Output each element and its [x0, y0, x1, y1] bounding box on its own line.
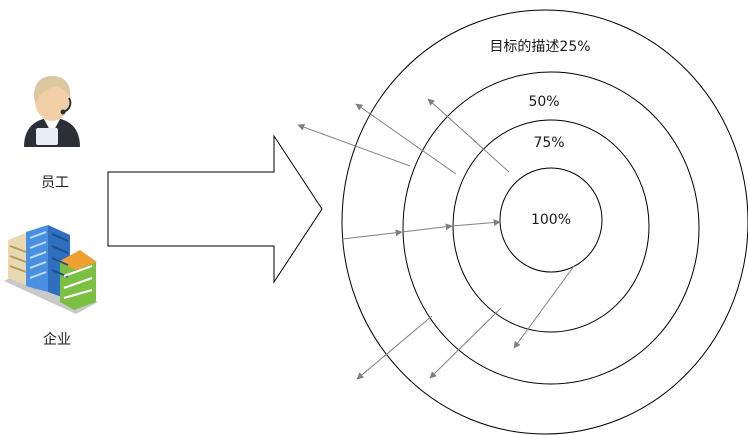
block-arrow-shape: [107, 134, 323, 284]
arrow-down-inner: [513, 265, 575, 349]
arrow-in-segment-2: [401, 223, 453, 233]
ring-50-label: 50%: [528, 94, 560, 110]
ring-50-percent: [402, 71, 700, 385]
employee-avatar-icon: [24, 76, 80, 147]
employee-label: 员工: [41, 175, 69, 191]
center-label: 100%: [530, 212, 572, 228]
arrow-out-upper-left: [297, 123, 411, 167]
arrow-out-upper-mid: [355, 103, 457, 175]
enterprise-label: 企业: [43, 332, 71, 348]
arrow-down-mid: [429, 307, 502, 379]
enterprise-buildings-icon: [4, 225, 98, 314]
arrow-out-upper-inner: [427, 98, 510, 173]
arrows-group: [297, 98, 575, 380]
outer-ring-25-percent: [341, 9, 748, 435]
arrow-in-segment-3: [451, 219, 501, 227]
ring-75-label: 75%: [533, 135, 565, 151]
outer-ring-label: 目标的描述25%: [489, 39, 591, 55]
arrow-in-segment-1: [341, 229, 403, 240]
arrow-down-outer: [356, 315, 433, 380]
